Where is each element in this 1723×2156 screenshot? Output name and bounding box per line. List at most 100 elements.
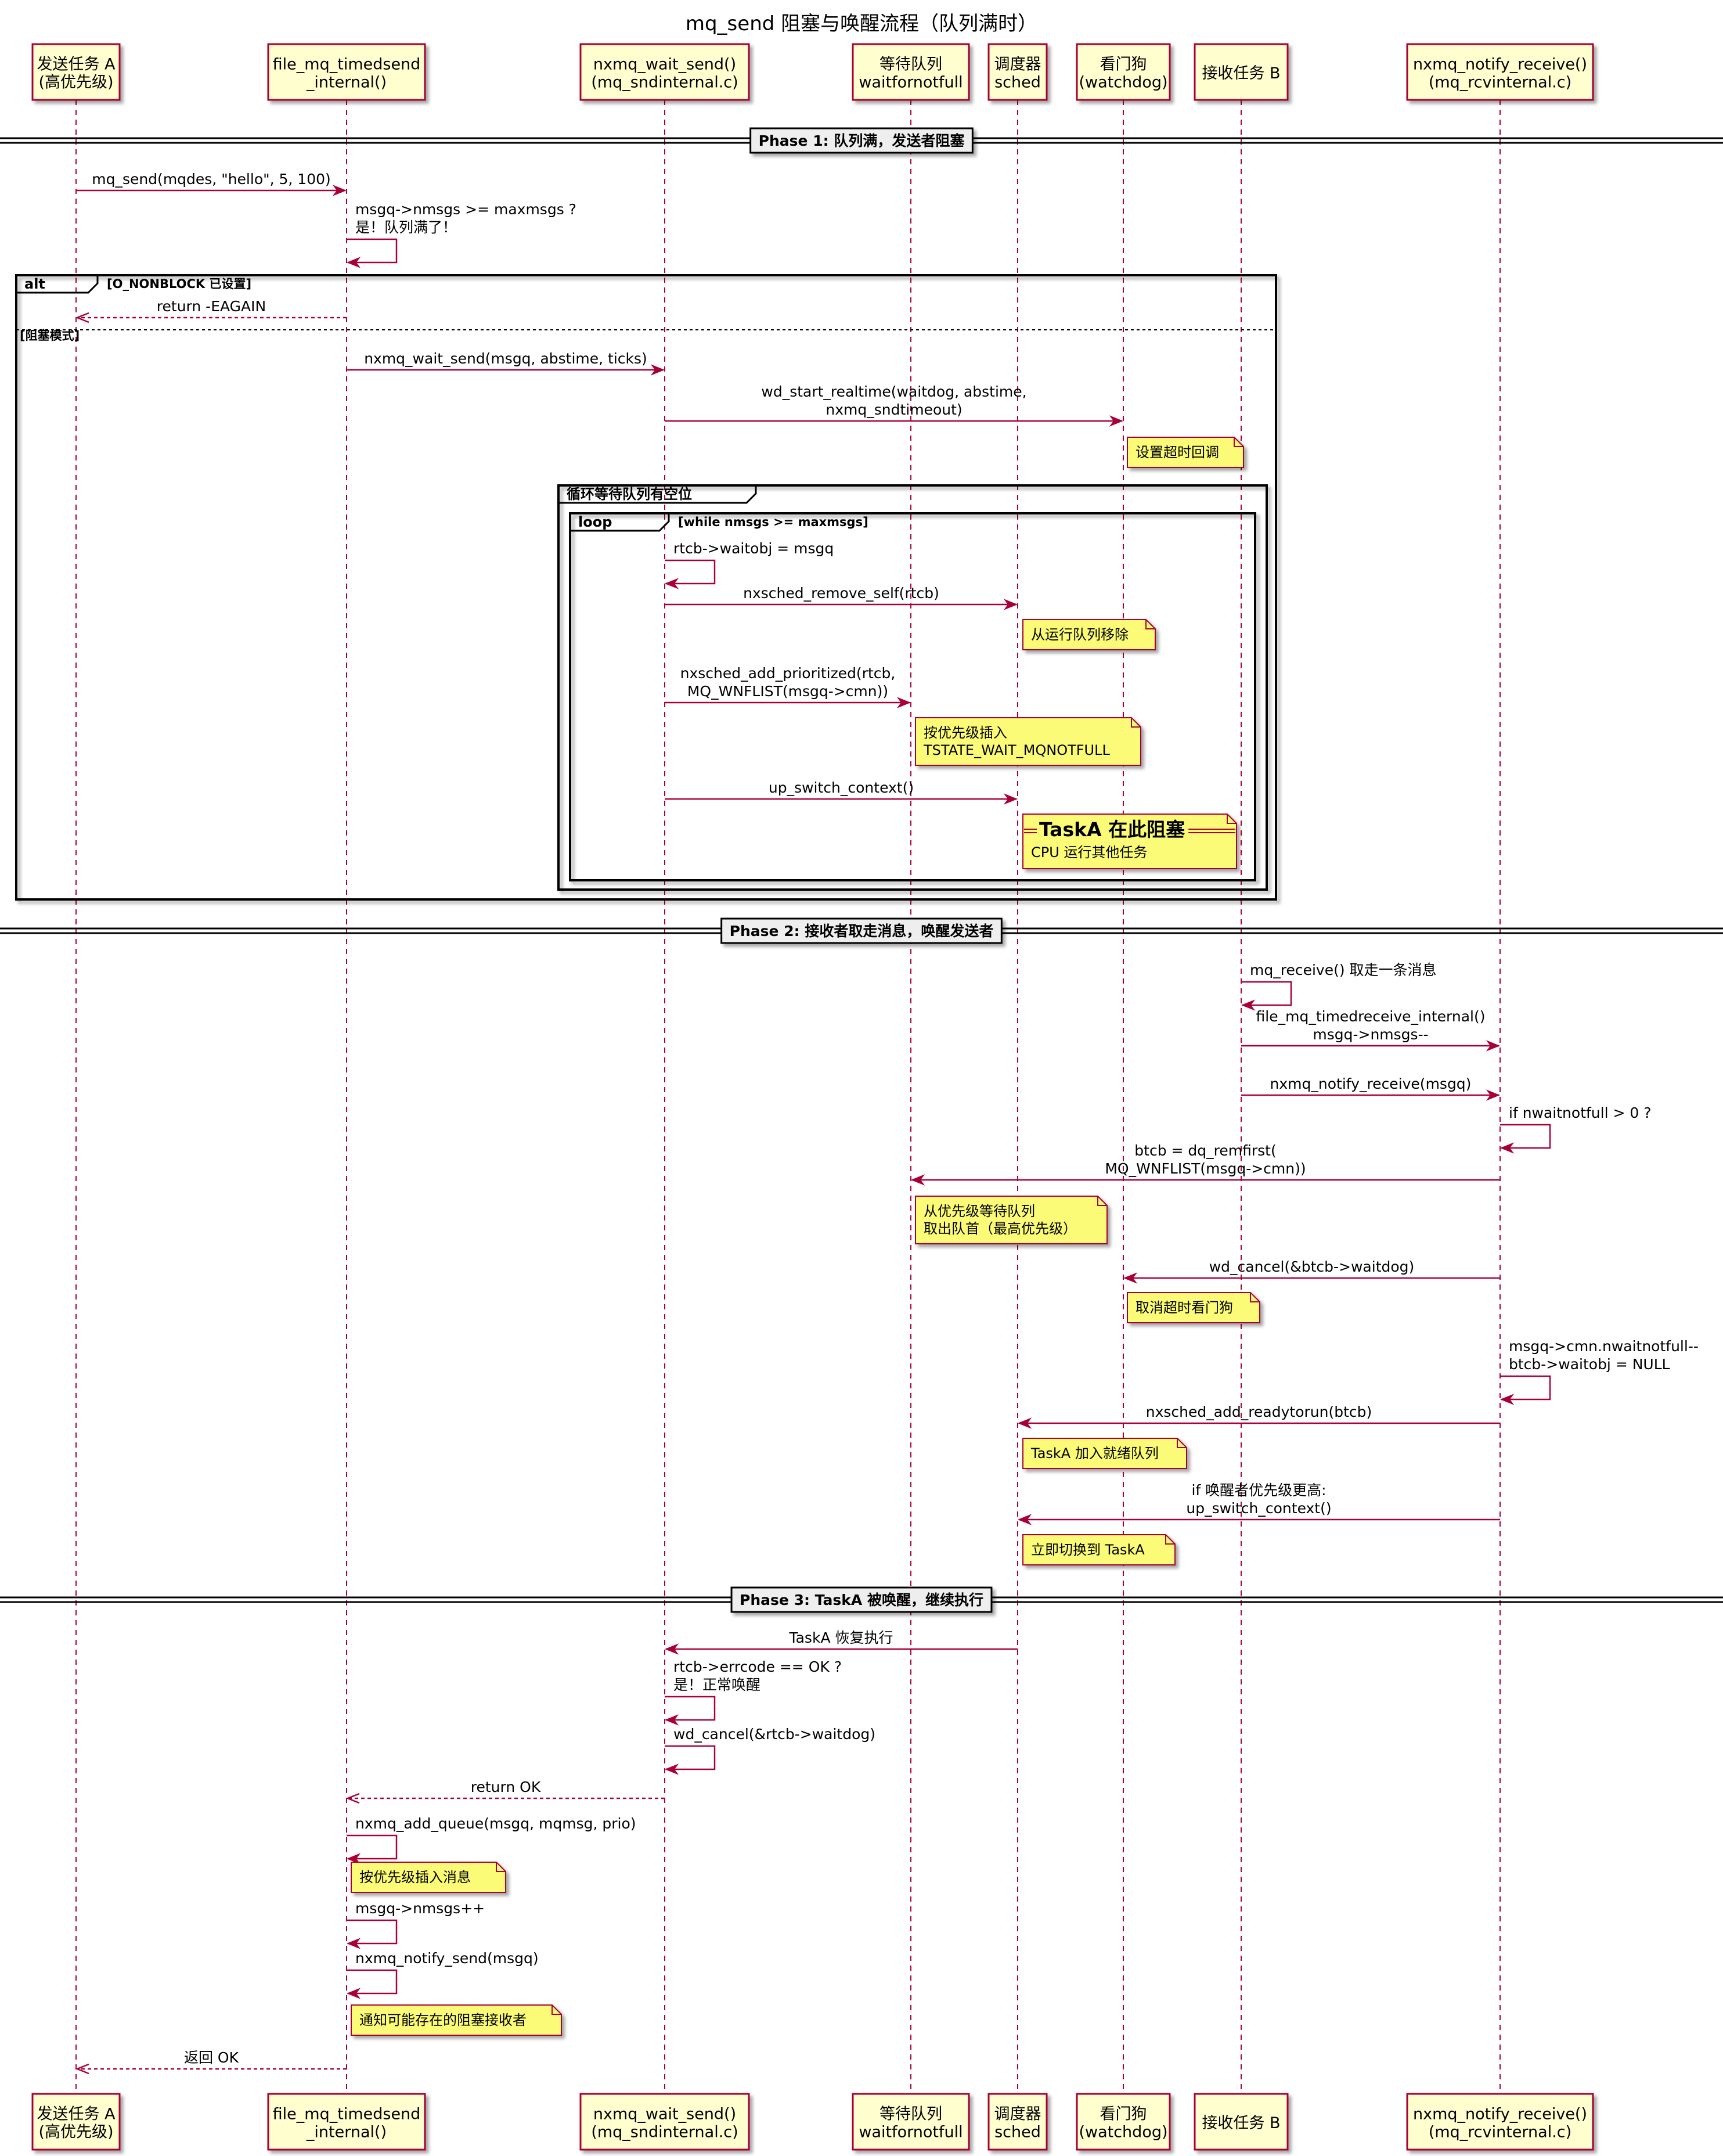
participant-box [1194,2093,1289,2151]
message-label: nxmq_add_queue(msgq, mqmsg, prio) [355,1815,636,1832]
message-m21: wd_cancel(&rtcb->waitdog) [664,1726,875,1775]
arrow-head [1499,1394,1515,1405]
message-m17: nxsched_add_readytorun(btcb) [1017,1403,1500,1429]
frame-condition: [O_NONBLOCK 已设置] [107,277,251,291]
message-label: nxsched_remove_self(rtcb) [743,585,939,602]
divider-label: Phase 1: 队列满，发送者阻塞 [759,132,965,149]
participant-label: sched [994,2123,1041,2141]
message-label: MQ_WNFLIST(msgq->cmn)) [1105,1160,1306,1177]
participant-label: (mq_rcvinternal.c) [1429,2123,1571,2141]
divider-label-rest: 队列满，发送者阻塞 [829,132,965,149]
arrow-head [332,185,347,196]
message-m13: if nwaitnotfull > 0 ? [1499,1104,1652,1154]
participant-label: 看门狗 [1100,2105,1147,2123]
message-label: btcb = dq_remfirst( [1134,1142,1276,1159]
message-m9: up_switch_context() [665,779,1018,805]
message-label: wd_cancel(&rtcb->waitdog) [673,1726,875,1743]
arrow-head [664,1714,679,1726]
arrow-head [75,312,89,323]
note-n9: 按优先级插入消息 [351,1862,506,1893]
note-text: TaskA 加入就绪队列 [1030,1445,1159,1462]
note-heading: TaskA 在此阻塞 [1039,818,1185,841]
message-label: return OK [471,1779,541,1795]
participant-B-bottom: 接收任务 B [1194,2093,1289,2151]
arrow-head [346,1938,361,1949]
note-text: 取出队首（最高优先级） [924,1221,1077,1237]
participant-box [852,43,970,101]
participant-N-top: nxmq_notify_receive()(mq_rcvinternal.c) [1406,43,1594,101]
frame-else-condition: [阻塞模式] [20,329,80,343]
arrow-head [1499,1142,1515,1154]
message-self-line [1500,1375,1551,1401]
message-self-line [1500,1124,1551,1149]
frame-keyword: alt [24,276,45,292]
participant-F-top: file_mq_timedsend_internal() [267,43,426,101]
message-m6: rtcb->waitobj = msgq [664,540,834,589]
message-label: wd_start_realtime(waitdog, abstime, [761,383,1026,400]
message-label: mq_receive() 取走一条消息 [1250,962,1437,978]
note-fold [1165,1535,1175,1545]
arrow-head [1123,1272,1138,1284]
participant-label: nxmq_notify_receive() [1413,56,1587,74]
phase-divider-p1: Phase 1: 队列满，发送者阻塞 [0,127,1723,154]
note-fold [1097,1196,1107,1206]
message-m1: mq_send(mqdes, "hello", 5, 100) [76,171,347,196]
frame-border [15,274,1277,901]
message-m2: msgq->nmsgs >= maxmsgs ?是！队列满了！ [346,201,576,268]
participant-D-top: 看门狗(watchdog) [1076,43,1171,101]
arrow-head [346,257,361,268]
message-label: msgq->nmsgs-- [1313,1026,1428,1043]
participant-label: waitfornotfull [859,2123,963,2141]
message-m11: file_mq_timedreceive_internal()msgq->nms… [1241,1008,1501,1052]
note-text: 通知可能存在的阻塞接收者 [359,2012,527,2028]
participant-label: (watchdog) [1079,2123,1167,2141]
participant-label: (mq_rcvinternal.c) [1429,74,1571,92]
arrow-head [1109,415,1124,427]
frame-loop: loop[while nmsgs >= maxmsgs] [569,512,1256,881]
divider-label-bold: Phase 3: TaskA [740,1592,863,1608]
arrow-head [896,697,911,708]
frame-tab [570,513,670,532]
message-self-line [347,1969,398,1995]
message-m16: msgq->cmn.nwaitnotfull--btcb->waitobj = … [1499,1338,1699,1405]
note-text: 按优先级插入 [924,725,1007,741]
arrow-head [75,2063,89,2075]
message-label: wd_cancel(&btcb->waitdog) [1209,1258,1415,1275]
message-label: msgq->nmsgs++ [355,1900,485,1917]
message-label: nxsched_add_prioritized(rtcb, [680,665,896,682]
divider-label-rest: 被唤醒，继续执行 [862,1592,983,1608]
message-label: rtcb->errcode == OK ? [673,1658,842,1675]
participant-box [1076,43,1171,101]
message-label: 是！队列满了！ [355,219,457,236]
divider-label: Phase 2: 接收者取走消息，唤醒发送者 [730,923,994,940]
note-n6: 取消超时看门狗 [1127,1292,1260,1323]
arrow-head [910,1174,925,1186]
participant-label: 看门狗 [1100,56,1147,74]
frame-alt: alt [O_NONBLOCK 已设置] [阻塞模式] [15,274,1277,901]
participant-N-bottom: nxmq_notify_receive()(mq_rcvinternal.c) [1406,2093,1594,2151]
note-n7: TaskA 加入就绪队列 [1022,1438,1187,1469]
message-self-line [347,1919,398,1945]
arrow-head [346,1988,361,1999]
participant-label: nxmq_wait_send() [593,56,736,74]
message-label: mq_send(mqdes, "hello", 5, 100) [92,171,331,188]
frame-condition: [while nmsgs >= maxmsgs] [678,515,868,529]
note-n2: 从运行队列移除 [1022,619,1156,650]
note-n8: 立即切换到 TaskA [1022,1534,1176,1565]
note-body [1022,1438,1187,1469]
note-text: 取消超时看门狗 [1136,1300,1233,1316]
note-n10: 通知可能存在的阻塞接收者 [351,2004,562,2036]
note-body [1022,1534,1176,1565]
note-text: 从优先级等待队列 [924,1203,1035,1219]
message-label: up_switch_context() [1186,1500,1331,1517]
message-m5: wd_start_realtime(waitdog, abstime,nxmq_… [665,383,1124,427]
message-label: up_switch_context() [769,779,914,796]
participant-label: _internal() [306,74,387,92]
participant-box [987,2093,1048,2151]
frame-tab [16,275,99,294]
participant-A-bottom: 发送任务 A(高优先级) [31,2093,121,2151]
message-label: nxmq_notify_receive(msgq) [1270,1075,1472,1092]
